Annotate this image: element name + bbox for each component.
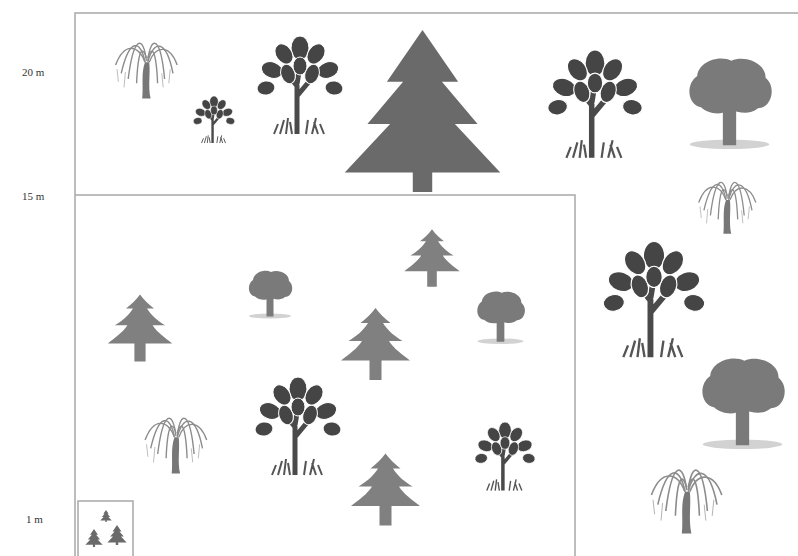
conifer	[351, 454, 420, 526]
seedling	[85, 529, 102, 547]
plot-20m-border	[75, 13, 798, 556]
round-tree	[249, 271, 292, 319]
leafy-tree	[256, 36, 344, 134]
small-leafy-tree	[193, 96, 235, 143]
seedling	[107, 525, 126, 545]
willow-tree	[699, 182, 756, 233]
round-tree	[689, 59, 771, 150]
conifer	[341, 308, 410, 380]
conifer	[108, 294, 172, 361]
dimension-label: 1 m	[26, 514, 43, 525]
large-conifer	[345, 30, 501, 192]
dimension-label: 15 m	[22, 191, 44, 202]
leafy-tree	[474, 422, 536, 491]
plot-15m-border	[75, 195, 575, 556]
willow-tree	[116, 43, 178, 98]
conifer	[404, 229, 459, 287]
leafy-tree	[602, 242, 706, 358]
plot-1m-border	[78, 501, 133, 556]
dimension-label: 20 m	[22, 67, 44, 78]
leafy-tree	[254, 377, 342, 475]
seedling	[100, 510, 112, 522]
round-tree	[477, 292, 525, 344]
willow-tree	[145, 418, 207, 473]
willow-tree	[651, 470, 721, 533]
leafy-tree	[547, 50, 644, 158]
round-tree	[702, 359, 784, 450]
